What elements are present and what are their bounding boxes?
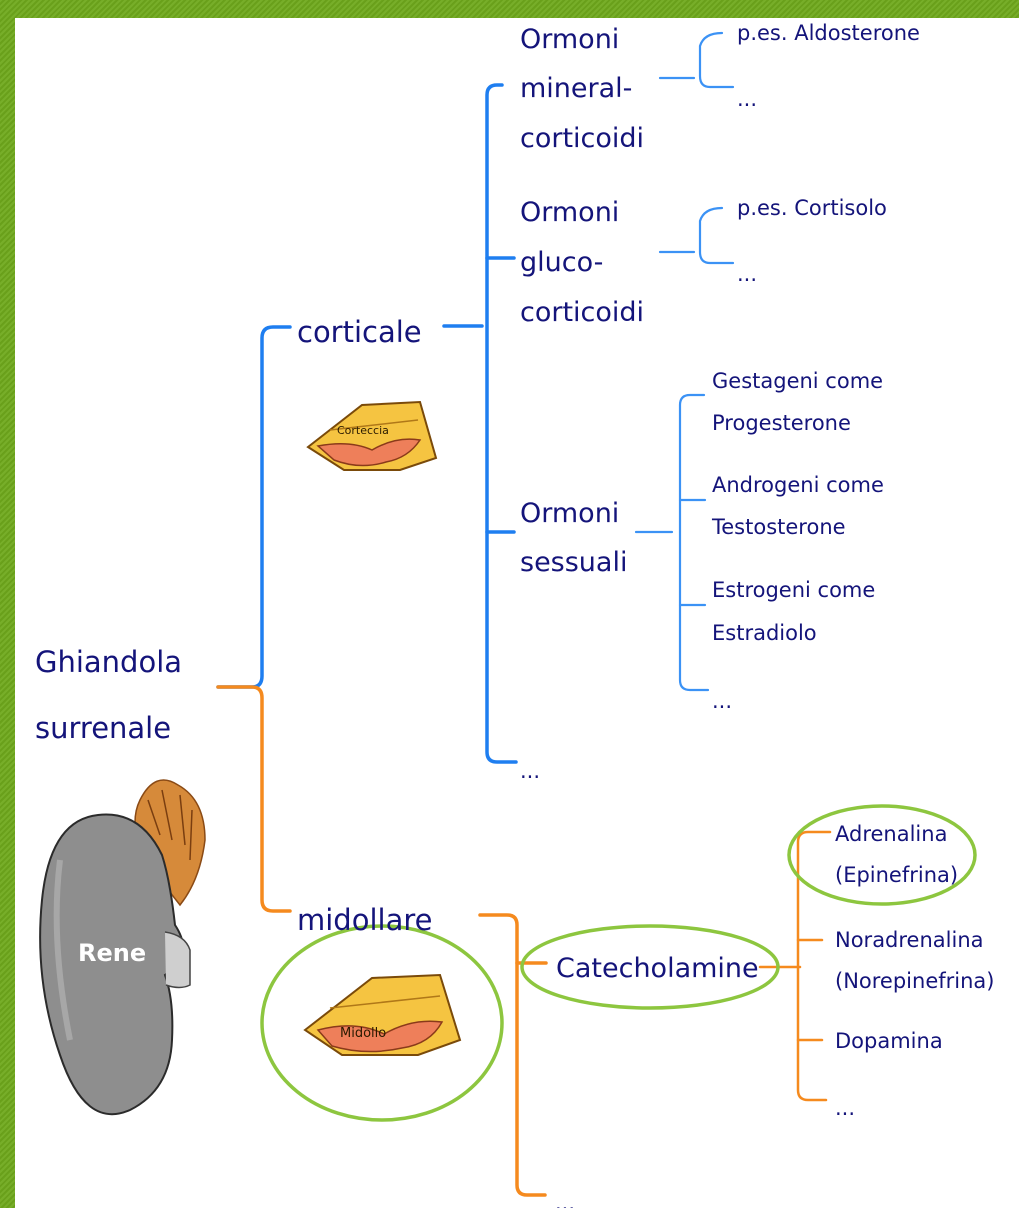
cortex-bracket xyxy=(485,83,518,764)
adrenaline-line2: (Epinefrina) xyxy=(835,863,958,887)
mineral-label-line3: corticoidi xyxy=(520,123,644,154)
cortex-label: corticale xyxy=(297,315,422,349)
adrenal-gland-tree-diagram: Rene Corteccia Midollo Ghiandola surrena… xyxy=(35,21,994,1208)
gluco-label-line2: gluco- xyxy=(520,247,603,278)
kidney-label: Rene xyxy=(78,939,146,967)
root-label-line1: Ghiandola xyxy=(35,645,182,679)
gluco-bracket xyxy=(698,206,735,265)
cortex-image-label: Corteccia xyxy=(337,424,389,437)
gluco-more: ... xyxy=(737,262,757,286)
catecholamine-label: Catecholamine xyxy=(556,953,759,984)
root-bracket-medulla xyxy=(216,685,292,913)
cortex-more: ... xyxy=(520,759,540,783)
gluco-label-line1: Ormoni xyxy=(520,197,619,228)
catecholamine-bracket xyxy=(796,830,832,1102)
estrogen-line1: Estrogeni come xyxy=(712,578,875,602)
kidney-illustration xyxy=(39,779,206,1116)
dopamine-label: Dopamina xyxy=(835,1029,943,1053)
sex-label-line1: Ormoni xyxy=(520,498,619,529)
mineral-label-line1: Ormoni xyxy=(520,24,619,55)
sex-more: ... xyxy=(712,689,732,713)
sex-bracket xyxy=(678,393,710,692)
medulla-more: ... xyxy=(555,1191,575,1208)
catecholamine-more: ... xyxy=(835,1096,855,1120)
adrenaline-highlight-ring xyxy=(787,804,977,906)
gluco-label-line3: corticoidi xyxy=(520,297,644,328)
noradrenaline-line2: (Norepinefrina) xyxy=(835,969,994,993)
medulla-image xyxy=(303,973,462,1056)
androgen-line2: Testosterone xyxy=(711,515,846,539)
root-bracket-cortex xyxy=(216,325,292,689)
gestagen-line1: Gestageni come xyxy=(712,369,883,393)
catecholamine-highlight-ring xyxy=(520,924,780,1010)
medulla-connector xyxy=(478,913,547,1197)
androgen-line1: Androgeni come xyxy=(712,473,884,497)
adrenaline-line1: Adrenalina xyxy=(835,822,947,846)
noradrenaline-line1: Noradrenalina xyxy=(835,928,984,952)
mineral-example: p.es. Aldosterone xyxy=(737,21,920,45)
diagram-panel: Rene Corteccia Midollo Ghiandola surrena… xyxy=(15,18,1019,1208)
sex-label-line2: sessuali xyxy=(520,547,627,578)
medulla-label: midollare xyxy=(297,903,432,937)
gestagen-line2: Progesterone xyxy=(712,411,851,435)
medulla-highlight-ring xyxy=(260,924,504,1122)
root-label-line2: surrenale xyxy=(35,711,171,745)
cortex-image xyxy=(306,400,438,471)
mineral-more: ... xyxy=(737,87,757,111)
mineral-label-line2: mineral- xyxy=(520,73,632,104)
medulla-image-label: Midollo xyxy=(340,1026,386,1041)
gluco-example: p.es. Cortisolo xyxy=(737,196,887,220)
estrogen-line2: Estradiolo xyxy=(712,621,817,645)
mineral-bracket xyxy=(698,31,735,89)
